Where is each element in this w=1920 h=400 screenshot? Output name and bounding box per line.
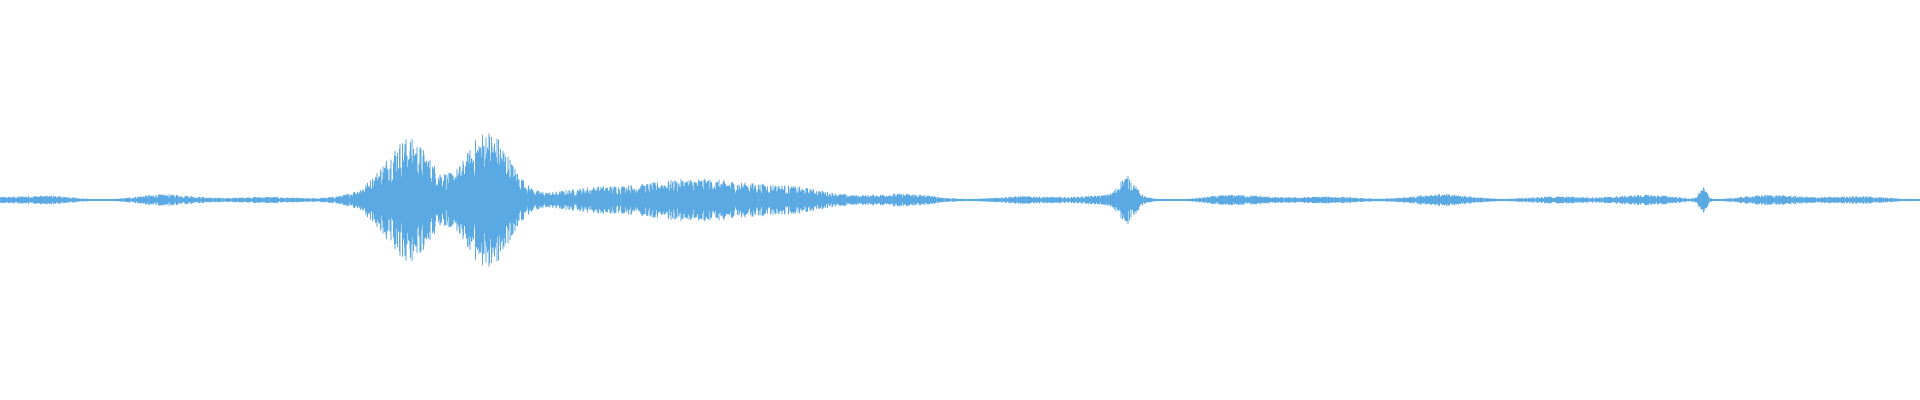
waveform-graphic — [0, 133, 1920, 267]
